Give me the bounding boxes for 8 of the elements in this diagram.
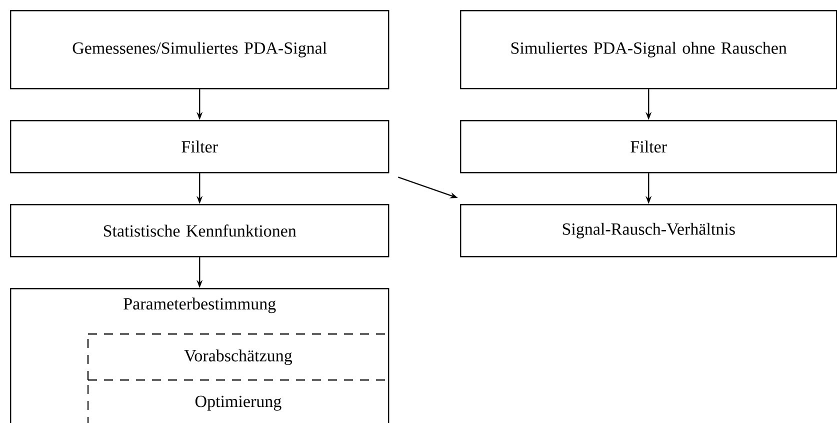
process-box: Simuliertes PDA-Signal ohne Rauschen — [460, 10, 837, 90]
process-box: Signal-Rausch-Verhältnis — [460, 204, 837, 258]
process-box: Gemessenes/Simuliertes PDA-Signal — [10, 10, 390, 90]
process-box: Filter — [10, 120, 390, 174]
process-box: Filter — [460, 120, 837, 174]
process-box: Statistische Kennfunktionen — [10, 204, 390, 258]
dashed-box: Optimierung — [87, 379, 389, 423]
dashed-box: Vorabschätzung — [87, 333, 389, 381]
